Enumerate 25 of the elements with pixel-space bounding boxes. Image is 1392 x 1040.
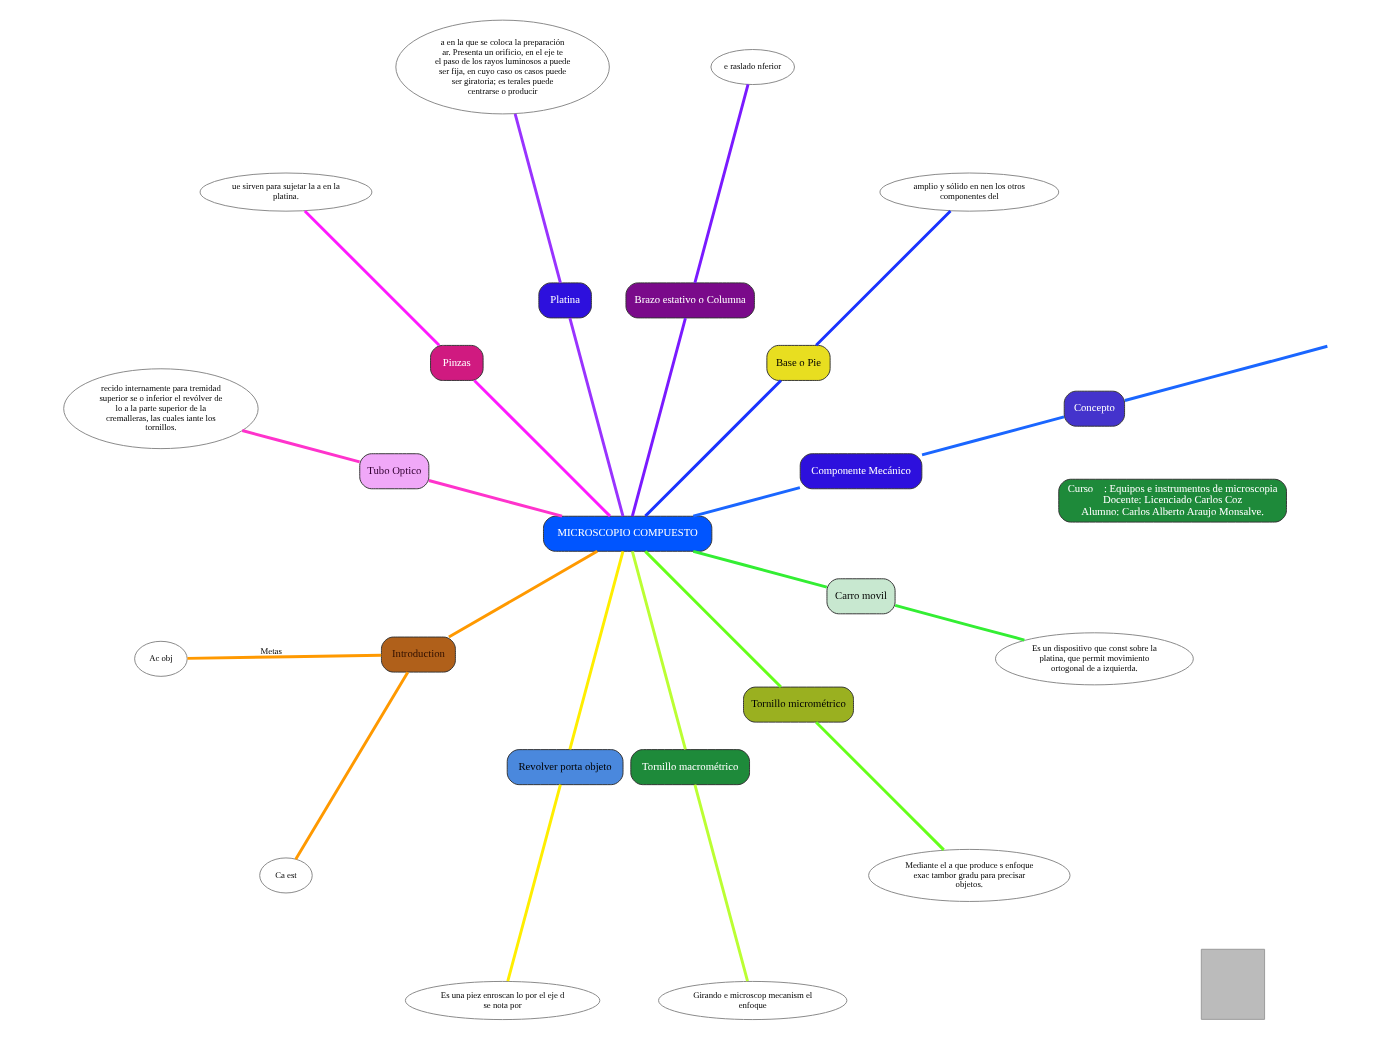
connector bbox=[894, 604, 1025, 642]
connector bbox=[815, 721, 945, 851]
connector bbox=[241, 429, 360, 464]
connector bbox=[644, 550, 782, 689]
connector bbox=[568, 317, 625, 517]
connector bbox=[692, 486, 801, 518]
connector bbox=[303, 209, 441, 347]
connector bbox=[692, 549, 828, 589]
connector bbox=[294, 671, 410, 860]
connector bbox=[1124, 344, 1328, 402]
connector bbox=[644, 379, 782, 518]
connector bbox=[513, 113, 562, 284]
connector bbox=[630, 550, 687, 750]
connector bbox=[506, 784, 562, 982]
connector bbox=[693, 784, 749, 982]
connector bbox=[693, 84, 750, 284]
connector bbox=[187, 653, 382, 660]
connector bbox=[428, 479, 563, 518]
connector bbox=[448, 550, 598, 639]
connector bbox=[630, 317, 687, 517]
connector bbox=[921, 415, 1065, 457]
connector bbox=[568, 550, 625, 750]
node-box bbox=[1200, 948, 1266, 1020]
connector bbox=[473, 379, 612, 518]
connector bbox=[815, 209, 952, 347]
